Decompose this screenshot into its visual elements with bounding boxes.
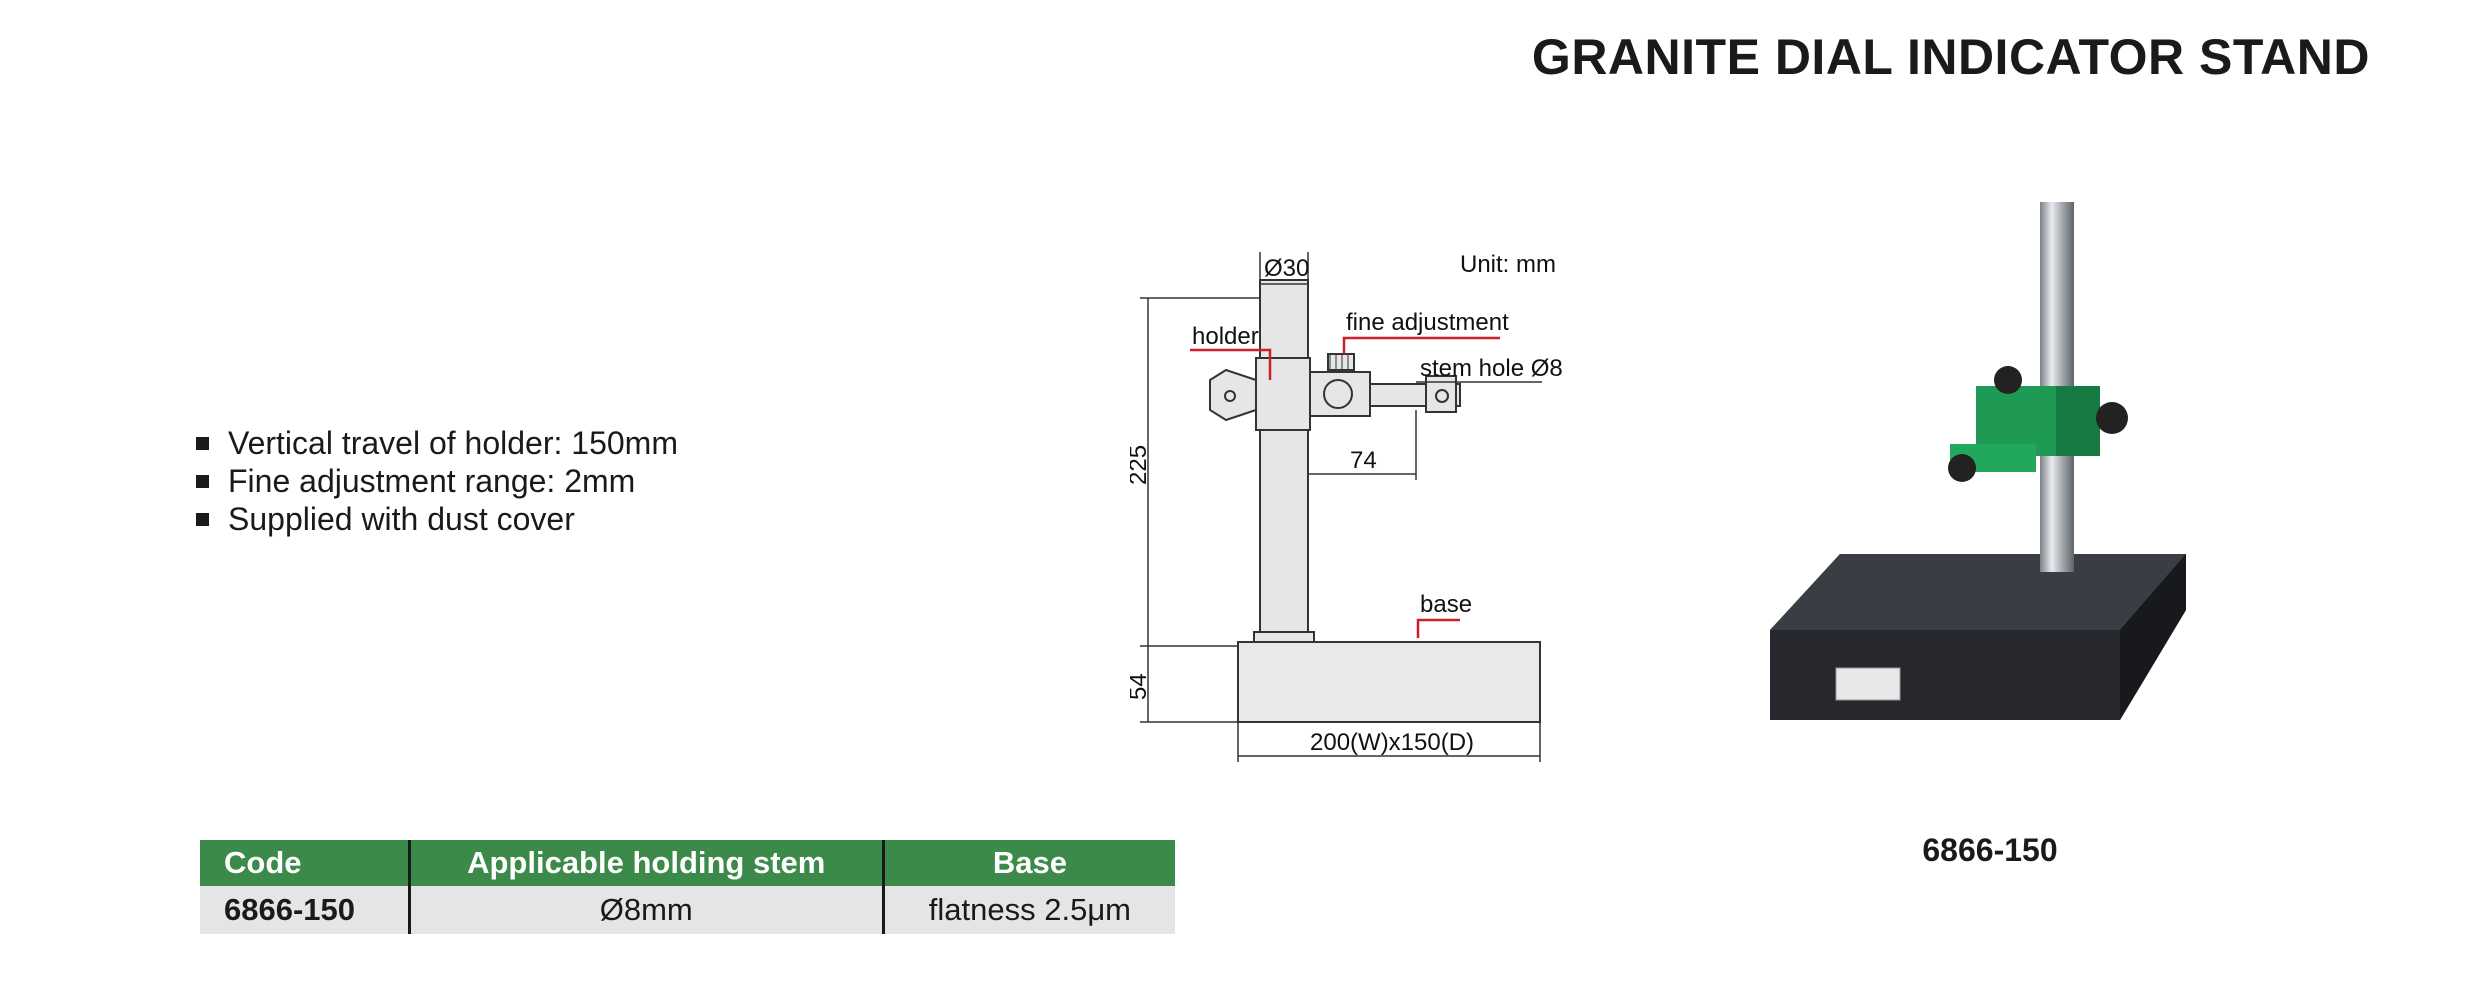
bullet-icon — [196, 512, 209, 526]
table-header-cell: Code — [200, 840, 410, 886]
dimension-lines — [1140, 252, 1542, 762]
technical-drawing: Ø30 Unit: mm holder fine adjustment stem… — [1130, 251, 1563, 762]
feature-item: Fine adjustment range: 2mm — [196, 462, 678, 500]
feature-item: Vertical travel of holder: 150mm — [196, 424, 678, 462]
page-title: GRANITE DIAL INDICATOR STAND — [1531, 29, 2370, 85]
feature-list: Vertical travel of holder: 150mm Fine ad… — [196, 424, 678, 538]
feature-text: Supplied with dust cover — [228, 501, 575, 537]
table-header-row: Code Applicable holding stem Base — [200, 840, 1175, 886]
table-row: 6866-150 Ø8mm flatness 2.5μm — [200, 886, 1175, 934]
dim-225-label: 225 — [1130, 445, 1152, 485]
dim-54-label: 54 — [1130, 673, 1152, 700]
bullet-icon — [196, 474, 209, 488]
base-shape — [1237, 641, 1541, 723]
stem-hole-label: stem hole Ø8 — [1420, 355, 1563, 382]
feature-text: Vertical travel of holder: 150mm — [228, 425, 678, 461]
granite-base-shape — [1770, 554, 2186, 720]
dim-74-label: 74 — [1350, 447, 1377, 474]
table-cell: 6866-150 — [200, 886, 410, 934]
product-photo — [1770, 202, 2186, 720]
spec-table: Code Applicable holding stem Base 6866-1… — [200, 840, 1175, 934]
green-holder-shape — [1948, 366, 2128, 482]
nameplate-shape — [1835, 667, 1901, 701]
dim-base-label: 200(W)x150(D) — [1310, 729, 1474, 756]
column-collar-shape — [1253, 631, 1315, 643]
fine-adjustment-label: fine adjustment — [1346, 309, 1509, 336]
unit-label: Unit: mm — [1460, 251, 1556, 278]
table-header-cell: Base — [881, 840, 1175, 886]
feature-text: Fine adjustment range: 2mm — [228, 463, 636, 499]
holder-label: holder — [1192, 323, 1259, 350]
leader-lines — [1190, 336, 1500, 638]
table-header-cell: Applicable holding stem — [407, 840, 884, 886]
bullet-icon — [196, 436, 209, 450]
base-label: base — [1420, 591, 1472, 618]
table-cell: Ø8mm — [407, 886, 884, 934]
table-cell: flatness 2.5μm — [881, 886, 1175, 934]
column-shape — [1259, 279, 1309, 641]
feature-item: Supplied with dust cover — [196, 500, 678, 538]
photo-caption: 6866-150 — [1922, 832, 2058, 868]
column-diameter-label: Ø30 — [1264, 255, 1309, 282]
